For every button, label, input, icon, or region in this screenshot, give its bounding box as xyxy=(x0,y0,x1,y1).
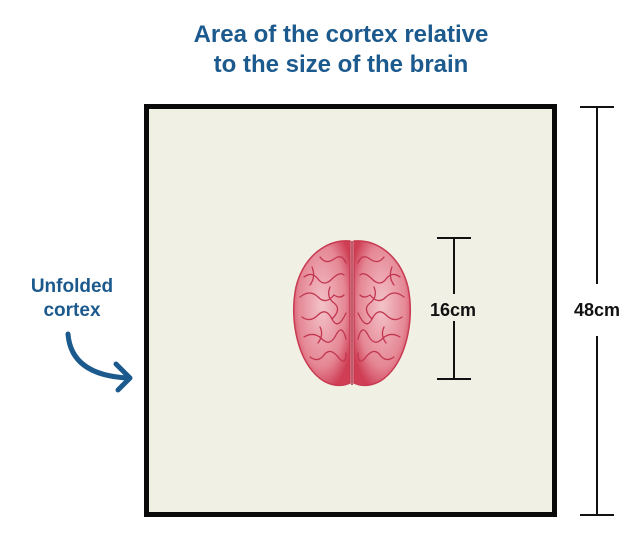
ruler-bottom-cap xyxy=(580,514,614,516)
curved-arrow-icon xyxy=(65,331,133,393)
brain-illustration xyxy=(293,240,411,387)
ruler-upper-bar xyxy=(453,237,455,294)
brain-size-label: 16cm xyxy=(429,300,477,320)
brain-size-ruler xyxy=(437,237,471,380)
side-label-line-1: Unfolded xyxy=(30,276,114,297)
ruler-bottom-cap xyxy=(437,378,471,380)
side-label-line-2: cortex xyxy=(43,300,101,321)
ruler-lower-bar xyxy=(453,321,455,379)
box-size-label: 48cm xyxy=(573,300,621,320)
title-line-2: to the size of the brain xyxy=(213,51,469,78)
diagram-title: Area of the cortex relative to the size … xyxy=(0,20,640,80)
ruler-upper-bar xyxy=(596,106,598,284)
ruler-lower-bar xyxy=(596,336,598,516)
box-size-ruler xyxy=(580,106,614,516)
title-line-1: Area of the cortex relative xyxy=(193,21,489,48)
unfolded-cortex-label: Unfolded cortex xyxy=(8,275,136,323)
